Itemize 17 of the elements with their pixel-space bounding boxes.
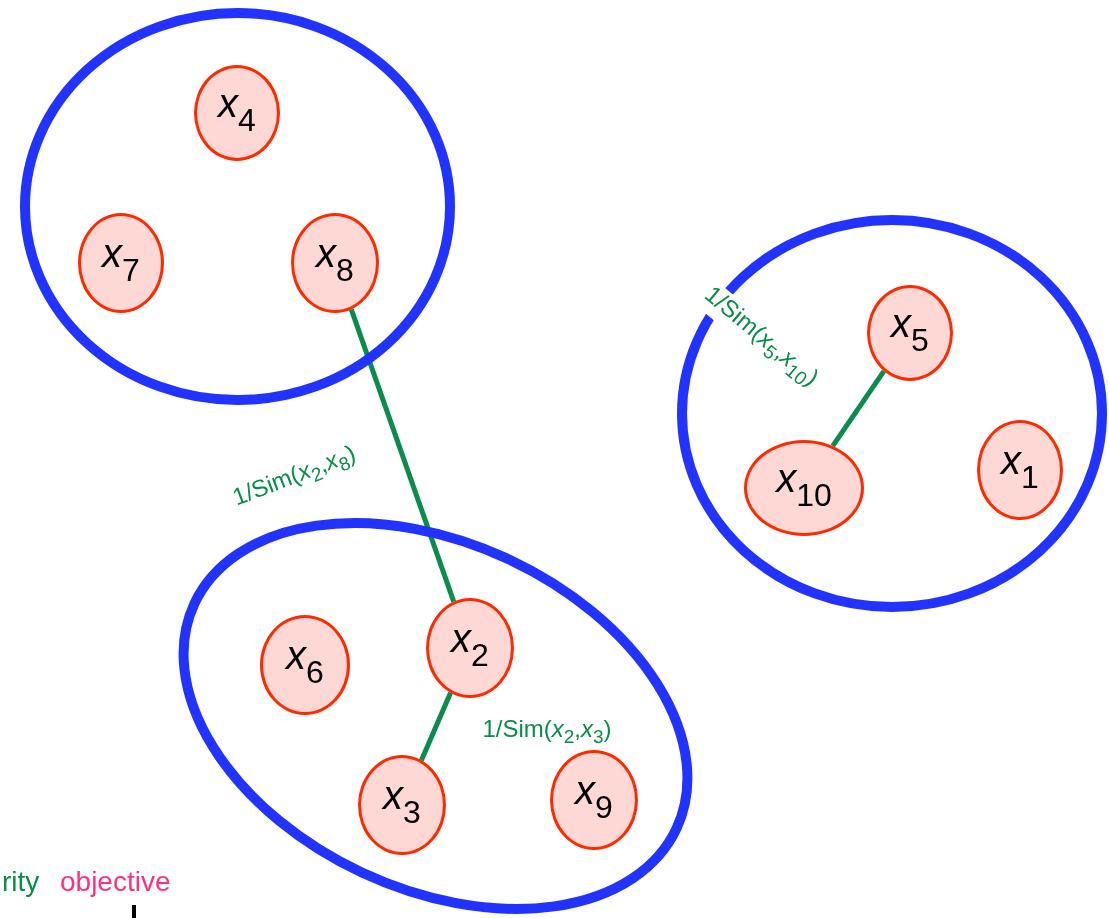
point-label: x$_{5}$ [891,302,929,360]
point-label: x$_{4}$ [218,82,256,140]
point-label: x$_{6}$ [286,634,324,692]
caption-text: rity [2,868,40,896]
point-label: x$_{9}$ [575,769,613,827]
caption-text: objective [60,868,171,896]
cluster-ellipse [20,8,455,405]
point-label: x$_{3}$ [383,774,421,832]
cluster-ellipse [677,215,1107,612]
point-label: x$_{8}$ [316,232,354,290]
connector-line [419,691,453,762]
point-label: x$_{7}$ [102,232,140,290]
cluster-ellipse [178,518,693,914]
point-label: x$_{2}$ [451,617,489,675]
point-label: x$_{10}$ [776,457,832,515]
connector-line [348,308,457,603]
point-label: x$_{1}$ [1001,439,1039,497]
